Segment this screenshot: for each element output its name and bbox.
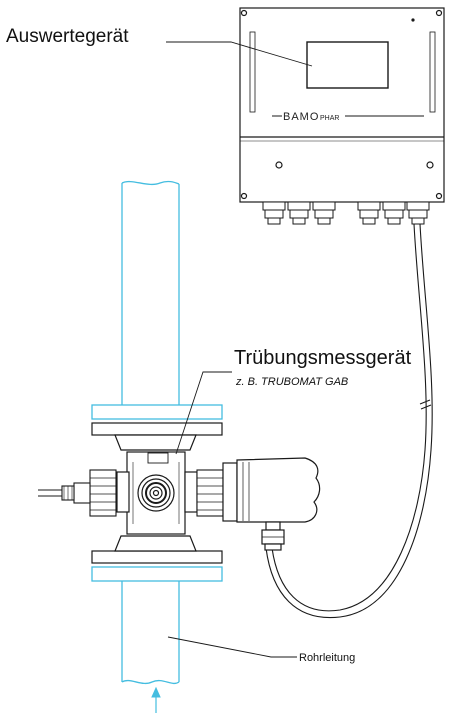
transmitter-head [222,457,321,551]
cable-gland-icon [357,201,381,225]
leader-turbidity-meter [175,371,232,455]
threaded-nut-right [196,469,224,517]
cable-gland-icon [312,201,336,225]
cable-break-icon [419,399,432,410]
cable-gland-icon [406,201,430,225]
signal-cable [265,223,433,619]
screw-icon [426,161,434,169]
sensor-flange-top [91,422,223,436]
right-connector [196,469,224,517]
brand-suffix: PHAR [320,115,339,122]
label-pipeline: Rohrleitung [299,652,355,664]
pipe-upper [91,180,223,420]
sensor-flange-bottom [91,550,223,564]
brand-name: BAMO [283,111,319,123]
pipe-lower [91,566,223,685]
label-turbidity-meter: Trübungsmessgerät [234,347,412,369]
threaded-nut-left [89,469,117,517]
display-window [306,41,389,89]
label-evaluation-unit: Auswertegerät [6,26,129,47]
cable-gland-icon [287,201,311,225]
screw-icon [240,192,248,200]
screw-icon [240,9,248,17]
screw-icon [435,192,443,200]
hinge-left [249,31,256,113]
flow-arrow-icon [151,686,161,713]
turbidity-meter [114,434,198,552]
cable-gland-icon [382,201,406,225]
leader-evaluation-unit [166,41,313,67]
label-turbidity-meter-example: z. B. TRUBOMAT GAB [235,376,348,388]
hinge-right [429,31,436,113]
evaluation-unit-housing [239,7,445,203]
left-connector [38,469,117,517]
screw-icon [275,161,283,169]
pipe-flange-upper [91,404,223,420]
pipe-flange-lower [91,566,223,582]
cable-gland-icon [262,201,286,225]
evaluation-unit [239,7,445,203]
cable-glands [262,201,430,225]
leader-lines [166,41,313,658]
screw-icon [435,9,443,17]
leader-pipeline [167,636,297,658]
